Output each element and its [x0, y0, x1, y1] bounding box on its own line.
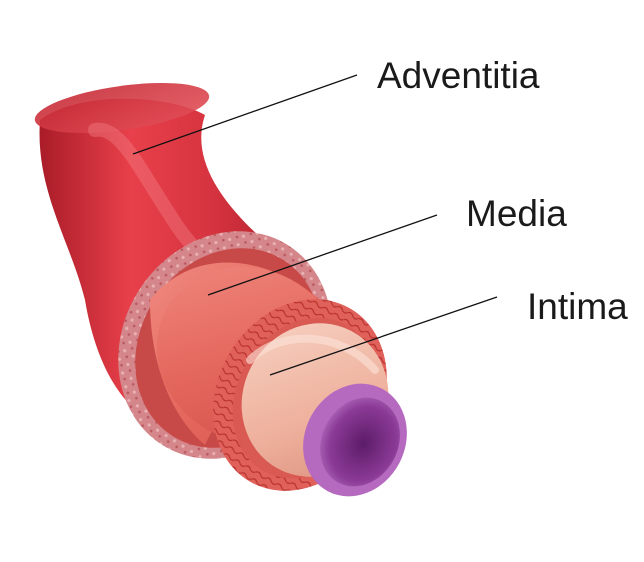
intima-label: Intima: [527, 288, 628, 325]
media-label: Media: [466, 195, 567, 232]
adventitia-label: Adventitia: [377, 57, 540, 94]
